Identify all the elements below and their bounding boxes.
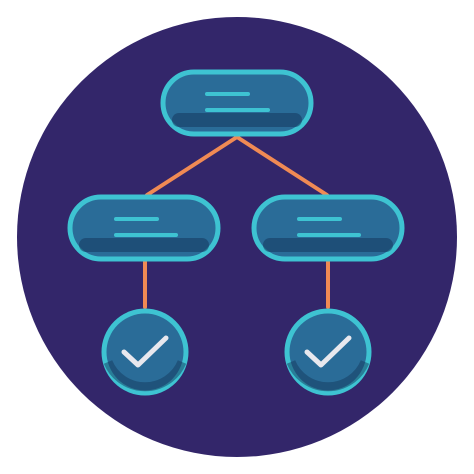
right-node-text-lines	[297, 217, 361, 237]
root-node	[160, 69, 314, 137]
right-check-node	[284, 308, 372, 396]
checkmark-icon	[304, 335, 352, 368]
checkmark-icon	[121, 335, 169, 368]
left-check-node	[101, 308, 189, 396]
edge-root-right	[235, 135, 329, 197]
edge-root-left	[145, 135, 239, 197]
connectors	[143, 135, 330, 309]
right-node	[251, 194, 405, 262]
left-node-text-lines	[114, 217, 178, 237]
left-node	[67, 194, 221, 262]
root-node-text-lines	[205, 92, 270, 112]
